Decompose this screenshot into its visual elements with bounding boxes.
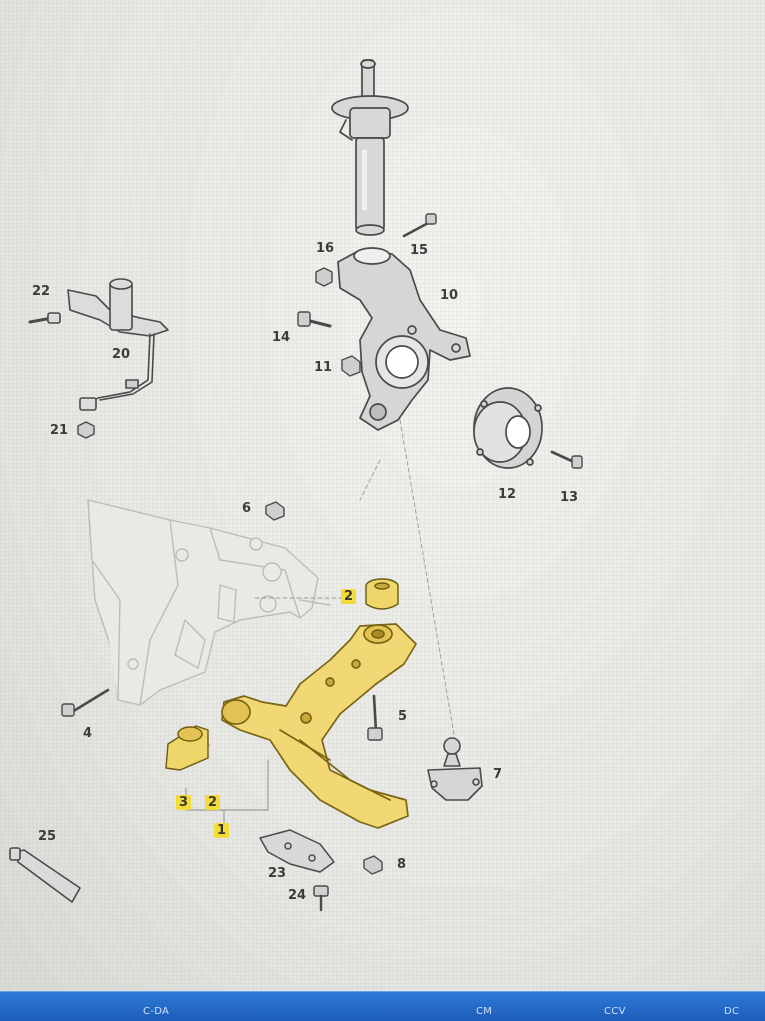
- steering-knuckle: [337, 247, 471, 431]
- callout-16: 16: [316, 241, 335, 256]
- callout-4: 4: [83, 726, 93, 741]
- callout-2-upper: 2: [341, 589, 357, 604]
- taskbar-item-cm[interactable]: CM: [476, 1006, 493, 1017]
- nut-11: [341, 355, 361, 377]
- callout-3: 3: [176, 795, 192, 810]
- fastener-24: [313, 885, 329, 912]
- nut-16: [315, 267, 333, 287]
- nut-8: [363, 855, 383, 875]
- callout-22: 22: [32, 284, 51, 299]
- bolt-13: [550, 450, 583, 469]
- callout-24: 24: [288, 888, 307, 903]
- bolt-4: [61, 688, 110, 717]
- callout-2-lower: 2: [205, 795, 221, 810]
- strut-assembly: [331, 59, 409, 236]
- callout-11: 11: [314, 360, 333, 375]
- callout-23: 23: [268, 866, 287, 881]
- callout-20: 20: [112, 347, 131, 362]
- callout-14: 14: [272, 330, 291, 345]
- callout-1: 1: [214, 823, 230, 838]
- callout-5: 5: [398, 709, 408, 724]
- callout-7: 7: [493, 767, 503, 782]
- callout-12: 12: [498, 487, 517, 502]
- control-arm: [221, 623, 417, 829]
- nut-6: [265, 501, 285, 521]
- callout-25: 25: [38, 829, 57, 844]
- bush-2-upper: [365, 578, 399, 610]
- bolt-15: [402, 213, 437, 238]
- bracket-23: [259, 829, 335, 873]
- taskbar-item-dc[interactable]: DC: [724, 1006, 740, 1017]
- bolt-5: [367, 694, 383, 741]
- taskbar: C-DA CM CCV DC: [0, 991, 765, 1021]
- taskbar-item-c-da[interactable]: C-DA: [143, 1006, 170, 1017]
- taskbar-item-ccv[interactable]: CCV: [604, 1006, 626, 1017]
- bolt-14: [297, 311, 332, 328]
- callout-13: 13: [560, 490, 579, 505]
- callout-10: 10: [440, 288, 459, 303]
- grease-tube: [9, 847, 81, 903]
- level-sensor: [28, 278, 169, 411]
- callout-15: 15: [410, 243, 429, 258]
- wheel-hub: [473, 387, 543, 469]
- subframe-outline: [87, 499, 331, 706]
- exploded-parts-diagram: [9, 59, 583, 912]
- bush-3-rear: [165, 725, 209, 771]
- nut-21: [77, 421, 95, 439]
- ball-joint: [427, 737, 483, 801]
- callout-8: 8: [397, 857, 407, 872]
- callout-21: 21: [50, 423, 69, 438]
- callout-6: 6: [242, 501, 252, 516]
